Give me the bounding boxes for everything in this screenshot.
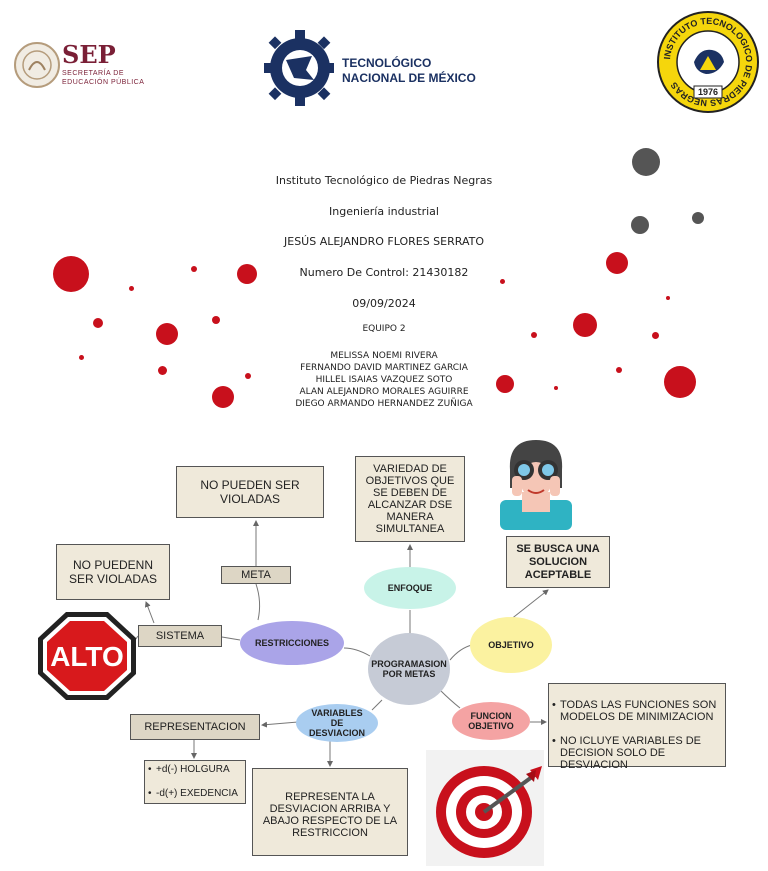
tecnm-line-2: NACIONAL DE MÉXICO — [342, 71, 476, 85]
holgura-item: +d(-) HOLGURA — [148, 764, 238, 776]
member-name: HILLEL ISAIAS VAZQUEZ SOTO — [315, 375, 453, 385]
member-name: ALAN ALEJANDRO MORALES AGUIRRE — [299, 387, 469, 397]
stop-sign-icon: ALTO — [36, 610, 138, 702]
box-no-pueden-ser-violadas-text: NO PUEDEN SER VIOLADAS — [200, 478, 300, 506]
box-funcion-detalle: TODAS LAS FUNCIONES SON MODELOS DE MINIM… — [548, 683, 726, 771]
member-name: MELISSA NOEMI RIVERA — [330, 351, 438, 361]
funcion-item: TODAS LAS FUNCIONES SON MODELOS DE MINIM… — [552, 699, 722, 723]
node-enfoque-label: ENFOQUE — [387, 583, 433, 593]
box-no-puedenn-ser-violadas-text: NO PUEDENN SER VIOLADAS — [68, 558, 158, 586]
holgura-item: -d(+) EXEDENCIA — [148, 788, 238, 800]
sep-logo: SEP SECRETARÍA DE EDUCACIÓN PÚBLICA — [8, 30, 148, 100]
member-name: DIEGO ARMANDO HERNANDEZ ZUÑIGA — [295, 399, 473, 409]
itpn-year: 1976 — [698, 87, 718, 97]
tecnm-gear-icon — [264, 30, 334, 106]
box-representacion: REPRESENTACION — [130, 714, 260, 740]
stop-sign-text: ALTO — [50, 641, 124, 672]
target-arrow-icon — [426, 750, 544, 866]
box-variedad-objetivos: VARIEDAD DE OBJETIVOS QUE SE DEBEN DE AL… — [355, 456, 465, 542]
box-meta: META — [221, 566, 291, 584]
box-no-pueden-ser-violadas: NO PUEDEN SER VIOLADAS — [176, 466, 324, 518]
box-sistema: SISTEMA — [138, 625, 222, 647]
node-center-label: PROGRAMASION POR METAS — [371, 659, 447, 679]
tecnm-logo: TECNOLÓGICO NACIONAL DE MÉXICO — [264, 26, 476, 110]
funcion-item: NO ICLUYE VARIABLES DE DECISION SOLO DE … — [552, 735, 722, 771]
node-center: PROGRAMASION POR METAS — [368, 633, 450, 705]
institute-name: Instituto Tecnológico de Piedras Negras — [275, 174, 493, 187]
team-name: EQUIPO 2 — [362, 324, 406, 334]
sep-subtitle-2: EDUCACIÓN PÚBLICA — [62, 79, 145, 86]
box-se-busca-solucion: SE BUSCA UNA SOLUCION ACEPTABLE — [506, 536, 610, 588]
node-restricciones: RESTRICCIONES — [240, 621, 344, 665]
box-representa-desviacion: REPRESENTA LA DESVIACION ARRIBA Y ABAJO … — [252, 768, 408, 856]
date: 09/09/2024 — [352, 297, 416, 310]
members-list: MELISSA NOEMI RIVERA FERNANDO DAVID MART… — [0, 350, 768, 410]
binoculars-person-icon — [498, 440, 574, 530]
node-restricciones-label: RESTRICCIONES — [254, 638, 329, 648]
box-se-busca-solucion-text: SE BUSCA UNA SOLUCION ACEPTABLE — [516, 542, 600, 581]
node-objetivo-label: OBJETIVO — [488, 640, 534, 650]
box-representa-desviacion-text: REPRESENTA LA DESVIACION ARRIBA Y ABAJO … — [262, 791, 398, 839]
box-meta-text: META — [241, 569, 271, 581]
box-variedad-objetivos-text: VARIEDAD DE OBJETIVOS QUE SE DEBEN DE AL… — [365, 463, 455, 535]
box-holgura: +d(-) HOLGURA -d(+) EXEDENCIA — [144, 760, 246, 804]
career-name: Ingeniería industrial — [329, 205, 439, 218]
itpn-seal: INSTITUTO TECNOLOGICO DE PIEDRAS NEGRAS … — [656, 10, 760, 114]
control-number: Numero De Control: 21430182 — [299, 266, 469, 279]
node-enfoque: ENFOQUE — [364, 567, 456, 609]
node-variables-desviacion-label: VARIABLES DE DESVIACION — [308, 708, 365, 738]
box-no-puedenn-ser-violadas: NO PUEDENN SER VIOLADAS — [56, 544, 170, 600]
student-name: JESÚS ALEJANDRO FLORES SERRATO — [284, 235, 484, 248]
box-sistema-text: SISTEMA — [155, 630, 205, 642]
box-representacion-text: REPRESENTACION — [144, 721, 246, 733]
node-funcion-objetivo-label: FUNCION OBJETIVO — [468, 711, 514, 731]
node-objetivo: OBJETIVO — [470, 617, 552, 673]
sep-seal-icon — [14, 42, 60, 88]
tecnm-line-1: TECNOLÓGICO — [342, 56, 432, 70]
node-funcion-objetivo: FUNCION OBJETIVO — [452, 702, 530, 740]
node-variables-desviacion: VARIABLES DE DESVIACION — [296, 704, 378, 742]
sep-title: SEP — [62, 40, 116, 69]
member-name: FERNANDO DAVID MARTINEZ GARCIA — [300, 363, 468, 373]
sep-subtitle-1: SECRETARÍA DE — [62, 70, 124, 77]
